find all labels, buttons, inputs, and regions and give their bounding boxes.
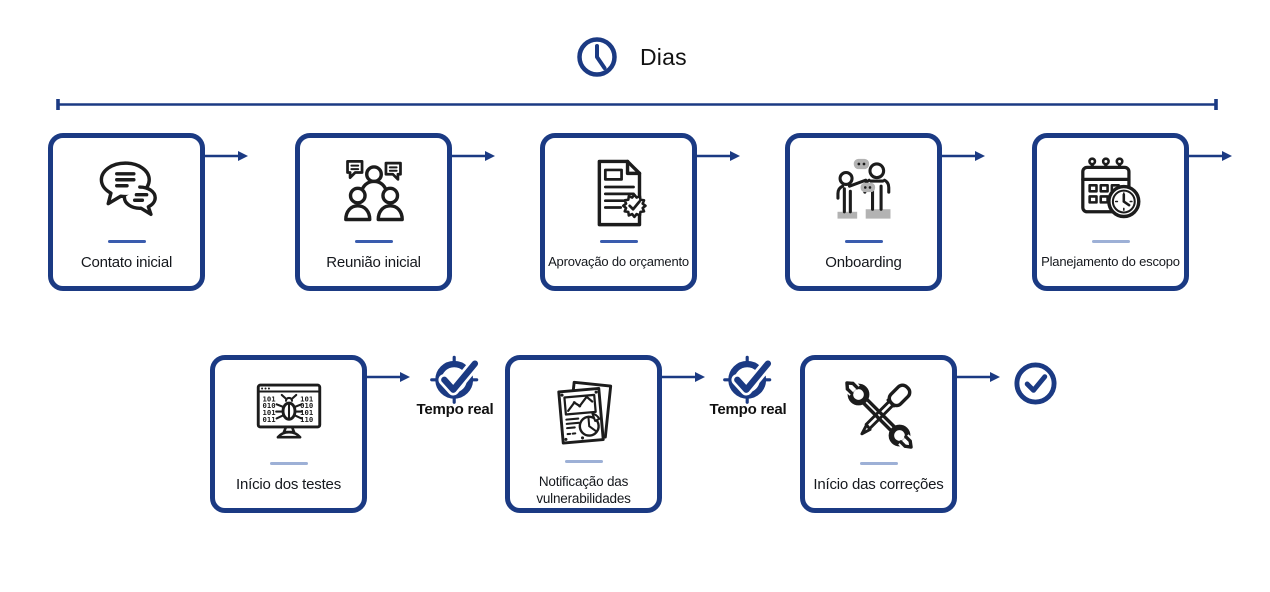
step-label: Notificação das vulnerabilidades — [536, 474, 631, 507]
svg-text:010: 010 — [262, 401, 275, 410]
timeline-title: Dias — [640, 44, 687, 70]
chat-bubbles-icon — [99, 161, 157, 217]
realtime-label: Tempo real — [709, 401, 787, 418]
svg-text:110: 110 — [300, 415, 313, 424]
flow-arrow — [363, 372, 410, 382]
flow-arrow — [693, 151, 740, 161]
card-divider — [564, 460, 603, 464]
clock-icon — [577, 37, 617, 77]
card-divider — [844, 240, 883, 243]
vulnerability-report-icon — [556, 380, 612, 445]
svg-text:101: 101 — [262, 394, 276, 403]
calendar-clock-icon — [1080, 157, 1140, 219]
step-label: Onboarding — [825, 254, 902, 271]
card-divider — [599, 240, 638, 243]
flow-arrow — [1185, 151, 1232, 161]
card-divider — [107, 240, 146, 243]
step-label: Reunião inicial — [326, 254, 421, 271]
flow-arrow — [953, 372, 1000, 382]
meeting-people-icon — [343, 160, 404, 222]
flow-arrow — [448, 151, 495, 161]
step-label: Aprovação do orçamento — [548, 254, 689, 269]
timeline-axis — [56, 99, 1218, 110]
svg-text:101: 101 — [300, 394, 314, 403]
step-card-onboarding: Onboarding — [785, 133, 942, 291]
flow-arrow — [201, 151, 248, 161]
crossed-tools-icon — [838, 375, 919, 455]
svg-text:101: 101 — [300, 408, 314, 417]
step-card-contato-inicial: Contato inicial — [48, 133, 205, 291]
stopwatch-check-icon — [723, 355, 774, 404]
onboarding-people-icon — [835, 158, 890, 219]
flow-arrow — [938, 151, 985, 161]
step-label: Início das correções — [813, 476, 944, 493]
flow-arrow — [658, 372, 705, 382]
step-card-inicio-correcoes: Início das correções — [800, 355, 957, 513]
check-circle-icon — [1014, 362, 1057, 405]
step-label: Contato inicial — [80, 254, 173, 271]
card-divider — [354, 240, 393, 243]
stopwatch-check-icon — [430, 355, 481, 404]
card-divider — [1091, 240, 1130, 243]
step-card-planejamento-escopo: Planejamento do escopo — [1032, 133, 1189, 291]
approved-document-icon — [597, 159, 647, 227]
step-card-aprovacao-orcamento: Aprovação do orçamento — [540, 133, 697, 291]
step-label: Planejamento do escopo — [1041, 254, 1180, 269]
realtime-label: Tempo real — [416, 401, 494, 418]
step-card-notificacao-vulnerabilidades: Notificação das vulnerabilidades — [505, 355, 662, 513]
card-divider — [859, 462, 898, 465]
svg-text:101: 101 — [262, 408, 276, 417]
svg-text:010: 010 — [300, 401, 313, 410]
step-card-reuniao-inicial: Reunião inicial — [295, 133, 452, 291]
card-divider — [269, 462, 308, 465]
svg-text:011: 011 — [262, 415, 276, 424]
step-label: Início dos testes — [236, 476, 341, 493]
